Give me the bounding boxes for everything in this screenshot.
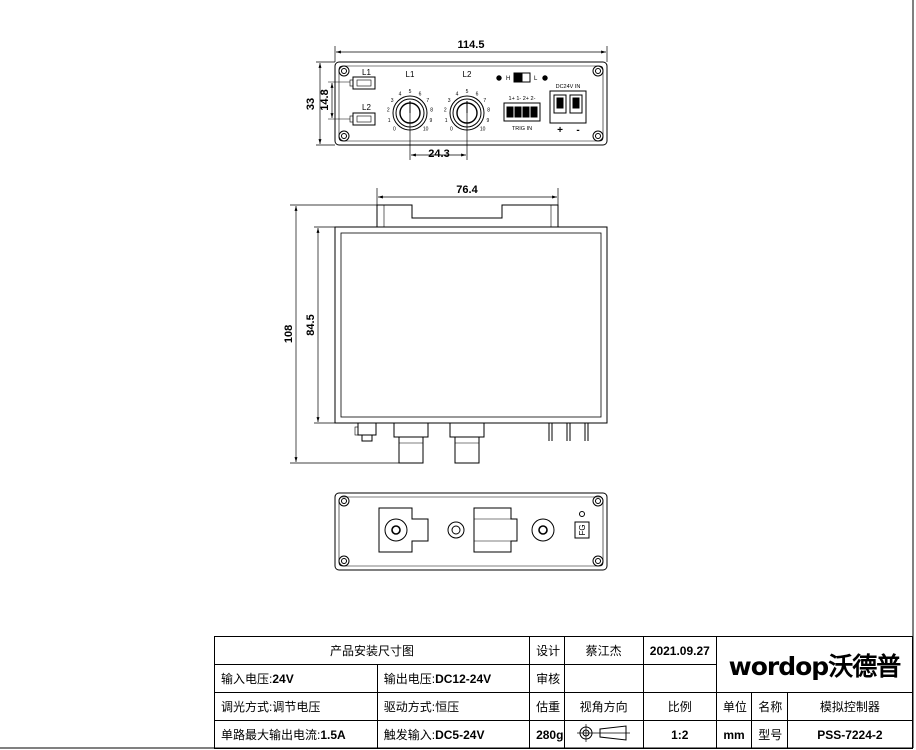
dim-width-side: 76.4 xyxy=(456,184,478,196)
knob-scale-tick-label: 6 xyxy=(419,91,422,97)
side-connector xyxy=(354,422,377,442)
knob-scale-tick-label: 5 xyxy=(409,89,412,95)
dim-height-top: 33 xyxy=(305,98,317,110)
knob-scale-tick-label: 8 xyxy=(430,108,433,114)
knob-scale-tick-label: 4 xyxy=(399,91,402,97)
knob-l2-label: L2 xyxy=(463,70,472,79)
date-value: 2021.09.27 xyxy=(642,636,717,665)
knob-scale-tick-label: 9 xyxy=(487,118,490,124)
knob-scale-tick-label: 2 xyxy=(444,108,447,114)
unit-label: 单位 xyxy=(715,692,753,721)
dim-knob-spacing: 24.3 xyxy=(428,148,449,160)
dim-width-top: 114.5 xyxy=(458,39,485,51)
knob-scale-tick-label: 7 xyxy=(483,98,486,104)
knob-scale-tick-label: 10 xyxy=(480,127,486,133)
review-label: 审核 xyxy=(529,664,565,693)
top-view-labels: 114.5 33 14.8 24.3 L1 L2 L1 L2 H L 1+ 1-… xyxy=(305,39,580,160)
switch-l-label: L xyxy=(534,76,538,82)
weight-label: 估重 xyxy=(529,692,565,721)
dc-in-label: DC24V IN xyxy=(556,84,581,90)
output-port-l2 xyxy=(349,112,376,126)
hl-switch xyxy=(496,72,548,83)
knob-scale-tick-label: 1 xyxy=(445,118,448,124)
spec-dimming-mode: 调光方式:调节电压 xyxy=(214,692,378,721)
knob-scale-l2: 01 234 5 678 910 xyxy=(444,89,490,133)
screw-icon xyxy=(338,65,604,142)
side-view-labels: 76.4 108 84.5 xyxy=(283,184,479,343)
scale-value: 1:2 xyxy=(642,720,717,749)
model-value: PSS-7224-2 xyxy=(786,720,914,749)
side-pins xyxy=(548,423,589,441)
knob-scale-l1: 01 234 5 678 910 xyxy=(387,89,433,133)
knob-scale-tick-label: 3 xyxy=(391,98,394,104)
knob-scale-tick-label: 5 xyxy=(466,89,469,95)
trig-in-terminal xyxy=(503,102,541,122)
design-label: 设计 xyxy=(529,636,565,665)
knob-scale-tick-label: 0 xyxy=(393,127,396,133)
spec-drive-mode: 驱动方式:恒压 xyxy=(376,692,531,721)
knob-scale-tick-label: 3 xyxy=(448,98,451,104)
screw-icon xyxy=(338,495,604,567)
knob-scale-tick-label: 9 xyxy=(430,118,433,124)
port-l2-label: L2 xyxy=(362,103,371,112)
fg-label: FG xyxy=(578,524,587,535)
side-view xyxy=(290,188,608,464)
unit-value: mm xyxy=(715,720,753,749)
view-direction-label: 视角方向 xyxy=(563,692,644,721)
trig-pins-label: 1+ 1- 2+ 2- xyxy=(509,96,536,102)
din-rail-clip xyxy=(378,507,555,553)
empty-cell xyxy=(642,664,717,693)
name-label: 名称 xyxy=(751,692,788,721)
trig-in-label: TRIG IN xyxy=(512,126,532,132)
dim-height-inner: 84.5 xyxy=(305,314,317,335)
knob-scale-tick-label: 10 xyxy=(423,127,429,133)
brand-logo: wordop沃德普 xyxy=(715,636,914,693)
plus-label: + xyxy=(557,125,563,136)
side-knob-l1 xyxy=(393,422,429,464)
brand-logo-latin: wordop xyxy=(728,651,830,681)
knob-scale-tick-label: 2 xyxy=(387,108,390,114)
knob-scale-tick-label: 0 xyxy=(450,127,453,133)
port-l1-label: L1 xyxy=(362,68,371,77)
bottom-view xyxy=(334,492,608,571)
first-angle-projection-icon xyxy=(576,724,630,742)
model-label: 型号 xyxy=(751,720,788,749)
spec-max-current: 单路最大输出电流:1.5A xyxy=(214,720,378,749)
drawing-title: 产品安装尺寸图 xyxy=(213,636,531,665)
knob-scale-tick-label: 4 xyxy=(456,91,459,97)
projection-symbol xyxy=(563,720,644,749)
knob-scale-tick-label: 1 xyxy=(388,118,391,124)
spec-input-voltage: 输入电压:24V xyxy=(214,664,378,693)
dim-inner-top: 14.8 xyxy=(319,89,331,110)
knob-scale-tick-label: 7 xyxy=(426,98,429,104)
scale-label: 比例 xyxy=(642,692,717,721)
product-name: 模拟控制器 xyxy=(786,692,914,721)
designer-name: 蔡江杰 xyxy=(563,636,644,665)
weight-value: 280g xyxy=(529,720,565,749)
spec-output-voltage: 输出电压:DC12-24V xyxy=(376,664,531,693)
brand-logo-cn: 沃德普 xyxy=(828,651,901,681)
side-knob-l2 xyxy=(449,422,485,464)
minus-label: - xyxy=(576,125,579,136)
knob-scale-tick-label: 8 xyxy=(487,108,490,114)
knob-l1-label: L1 xyxy=(406,70,415,79)
reviewer-cell xyxy=(563,664,644,693)
dim-height-outer: 108 xyxy=(283,325,295,343)
top-view xyxy=(316,46,608,160)
dc-input-terminal xyxy=(549,90,587,124)
title-block: 产品安装尺寸图 设计 蔡江杰 2021.09.27 wordop沃德普 输入电压… xyxy=(213,636,914,749)
output-port-l1 xyxy=(349,76,376,90)
switch-h-label: H xyxy=(506,76,510,82)
spec-trigger-input: 触发输入:DC5-24V xyxy=(376,720,531,749)
fg-hole xyxy=(579,511,585,517)
knob-scale-tick-label: 6 xyxy=(476,91,479,97)
fg-box xyxy=(574,521,590,539)
